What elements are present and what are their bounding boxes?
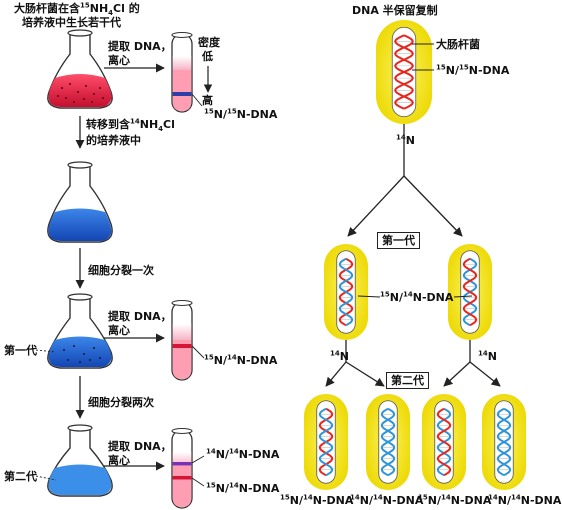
bottom-label-4: 14N/14N-DNA bbox=[488, 493, 562, 507]
extract-label-1: 提取 DNA， bbox=[108, 40, 172, 53]
transfer-label-2: 的培养液中 bbox=[86, 134, 141, 147]
arrow-to-gen1-left bbox=[347, 175, 405, 237]
capsule-gen2-3 bbox=[422, 394, 466, 490]
bottom-label-1: 15N/14N-DNA bbox=[280, 493, 354, 507]
generation-1-box: 第一代 bbox=[377, 232, 420, 249]
n14-left-label: 14N bbox=[330, 349, 349, 363]
extract-label-2: 提取 DNA， bbox=[108, 310, 172, 323]
transfer-label: 转移到含14NH4Cl bbox=[86, 117, 175, 134]
capsule-gen1-right bbox=[448, 244, 492, 340]
right-title: DNA 半保留复制 bbox=[352, 4, 438, 17]
capsule-gen1-left bbox=[324, 244, 368, 340]
n14-right-label: 14N bbox=[478, 349, 497, 363]
flask1-title: 大肠杆菌在含15NH4Cl 的 bbox=[14, 1, 140, 18]
tube2-label: 15N/14N-DNA bbox=[204, 353, 278, 367]
flask-heavy-medium bbox=[47, 29, 113, 109]
flask1-title-2: 培养液中生长若干代 bbox=[22, 16, 121, 29]
capsule-parent bbox=[376, 20, 432, 124]
bacteria-label: 大肠杆菌 bbox=[436, 38, 480, 51]
centrifuge-label-3: 离心 bbox=[108, 454, 130, 467]
centrifuge-label-2: 离心 bbox=[108, 324, 130, 337]
tube1-label: 15N/15N-DNA bbox=[204, 107, 278, 121]
tube-1 bbox=[171, 31, 193, 113]
tube3-label-top: 14N/14N-DNA bbox=[206, 447, 280, 461]
flask-generation-1 bbox=[47, 293, 113, 369]
tube3-label-bottom: 15N/14N-DNA bbox=[206, 481, 280, 495]
extract-label-3: 提取 DNA， bbox=[108, 440, 172, 453]
flask-generation-2 bbox=[47, 424, 113, 497]
capsule-group bbox=[304, 20, 526, 490]
parent-dna-label: 15N/15N-DNA bbox=[436, 63, 510, 77]
arrow-to-gen1-right bbox=[403, 175, 463, 237]
generation-2-label: 第二代 bbox=[4, 470, 37, 483]
capsule-gen2-1 bbox=[304, 394, 348, 490]
density-low: 低 bbox=[202, 50, 213, 63]
bottom-label-2: 14N/14N-DNA bbox=[350, 493, 424, 507]
generation-2-box: 第二代 bbox=[386, 372, 429, 389]
flask-light-medium bbox=[47, 161, 113, 243]
centrifuge-label-1: 离心 bbox=[108, 54, 130, 67]
bottom-label-3: 15N/14N-DNA bbox=[418, 493, 492, 507]
tube-3 bbox=[171, 427, 193, 509]
tube-2 bbox=[171, 299, 193, 381]
density-label: 密度 bbox=[198, 36, 220, 49]
gen1-dna-label: 15N/14N-DNA bbox=[380, 290, 454, 304]
divide-once-label: 细胞分裂一次 bbox=[88, 264, 154, 277]
divide-twice-label: 细胞分裂两次 bbox=[88, 396, 154, 409]
density-high: 高 bbox=[202, 94, 213, 107]
n14-top-label: 14N bbox=[396, 133, 415, 147]
capsule-gen2-2 bbox=[366, 394, 410, 490]
generation-1-label: 第一代 bbox=[4, 344, 37, 357]
capsule-gen2-4 bbox=[482, 394, 526, 490]
